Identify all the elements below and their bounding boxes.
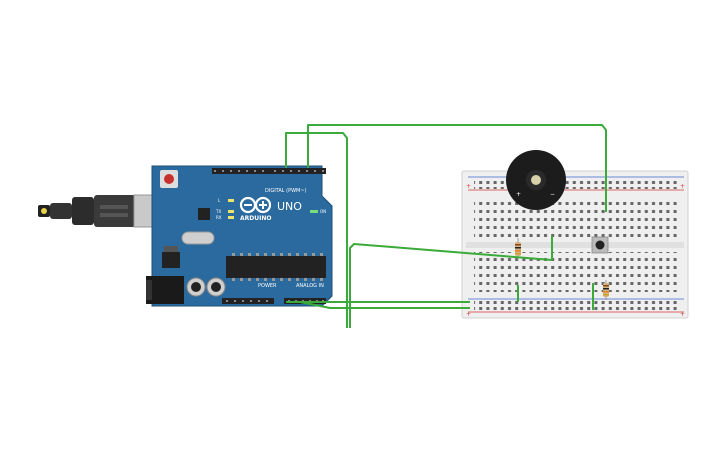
rail-holes-bottom[interactable] <box>474 301 678 311</box>
model-label: UNO <box>277 200 302 213</box>
wire-left-resistor[interactable] <box>349 243 553 328</box>
led-tx-indicator <box>228 210 234 213</box>
led-l-label: L <box>218 198 221 203</box>
led-tx-label: TX <box>215 209 221 214</box>
on-label: ON <box>320 209 326 214</box>
led-rx-label: RX <box>216 215 222 220</box>
buzzer-plus-label: + <box>516 191 521 198</box>
pushbutton[interactable] <box>591 236 609 254</box>
wire-pin-to-down[interactable] <box>285 132 348 328</box>
power-header-label: POWER <box>258 283 277 289</box>
wires[interactable] <box>285 124 607 328</box>
digital-header-label: DIGITAL (PWM~) <box>265 188 307 194</box>
rail-plus-label-bottom-right: + <box>680 311 685 318</box>
terminal-holes-top[interactable] <box>474 198 678 238</box>
led-rx-indicator <box>228 216 234 219</box>
arduino-uno-board[interactable]: L TX RX ON ARDUINO UNO DIGITAL (PWM~) PO… <box>146 165 333 307</box>
center-channel <box>466 242 684 248</box>
brand-label: ARDUINO <box>240 215 271 222</box>
resistor-left[interactable] <box>515 238 521 260</box>
piezo-buzzer[interactable]: + − <box>506 150 566 210</box>
led-l-indicator <box>228 199 234 202</box>
rail-plus-label-top: + <box>466 183 471 190</box>
power-pin-header[interactable] <box>222 298 274 304</box>
resistor-right[interactable] <box>603 280 609 300</box>
buzzer-minus-label: − <box>550 191 555 198</box>
digital-pin-header[interactable] <box>212 168 326 174</box>
dc-power-jack[interactable] <box>146 276 184 304</box>
rail-plus-label-top-right: + <box>680 183 685 190</box>
terminal-holes-bottom[interactable] <box>474 252 678 292</box>
breadboard[interactable]: + + + + <box>461 170 689 319</box>
arduino-logo <box>239 196 272 214</box>
rail-holes-top[interactable] <box>474 179 678 189</box>
usb-cable[interactable] <box>38 194 171 228</box>
led-on-indicator <box>310 210 318 213</box>
wire-5v-rail[interactable] <box>299 301 470 309</box>
analog-header-label: ANALOG IN <box>296 283 324 289</box>
wire-pin-to-buzzer[interactable] <box>307 124 607 212</box>
atmega-chip <box>226 256 326 278</box>
rail-plus-label-bottom: + <box>466 311 471 318</box>
